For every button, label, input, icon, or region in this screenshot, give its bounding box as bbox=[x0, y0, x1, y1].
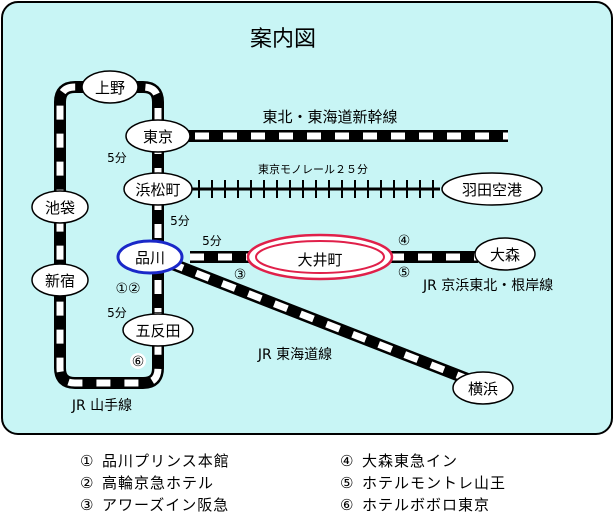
legend-hotel-name: ホテルボボロ東京 bbox=[362, 496, 491, 514]
time-shinagawa-oimachi: 5分 bbox=[202, 234, 222, 248]
yamanote-label: JR 山手線 bbox=[71, 398, 132, 414]
tokaido-line bbox=[167, 257, 473, 386]
time-shinagawa-gotanda: 5分 bbox=[107, 306, 127, 320]
station-gotanda-label: 五反田 bbox=[135, 322, 180, 340]
time-hamamatsucho-shinagawa: 5分 bbox=[170, 214, 190, 228]
station-yokohama-label: 横浜 bbox=[468, 380, 498, 398]
map-panel bbox=[1, 1, 613, 435]
station-ueno-label: 上野 bbox=[95, 79, 125, 97]
station-ueno[interactable]: 上野 bbox=[81, 70, 139, 104]
station-oimachi[interactable]: 大井町 bbox=[246, 233, 394, 281]
tokaido-label: JR 東海道線 bbox=[257, 347, 332, 363]
station-omori-label: 大森 bbox=[490, 246, 520, 264]
station-oimachi-label: 大井町 bbox=[297, 251, 342, 269]
marker-hotel-4: ④ bbox=[398, 233, 411, 249]
marker-hotel-5: ⑤ bbox=[398, 265, 411, 281]
legend-hotel-name: 大森東急イン bbox=[362, 452, 459, 470]
station-yokohama[interactable]: 横浜 bbox=[452, 371, 514, 405]
station-hamamatsucho-label: 浜松町 bbox=[135, 181, 180, 199]
monorail-label: 東京モノレール２５分 bbox=[258, 162, 368, 176]
station-shinjuku[interactable]: 新宿 bbox=[31, 263, 89, 297]
marker-hotel-6-label: ⑥ bbox=[132, 354, 145, 370]
station-haneda[interactable]: 羽田空港 bbox=[441, 172, 543, 206]
station-gotanda[interactable]: 五反田 bbox=[122, 313, 194, 347]
time-tokyo-hamamatsucho: 5分 bbox=[107, 151, 127, 165]
marker-hotels-1-2: ①② bbox=[115, 281, 140, 297]
map-title: 案内図 bbox=[250, 27, 316, 52]
legend-hotel-name: 高輪京急ホテル bbox=[102, 474, 215, 492]
station-shinagawa[interactable]: 品川 bbox=[116, 239, 184, 275]
station-haneda-label: 羽田空港 bbox=[462, 181, 522, 199]
keihin-label: JR 京浜東北・根岸線 bbox=[422, 278, 553, 294]
station-omori[interactable]: 大森 bbox=[474, 237, 536, 271]
shinkansen-label: 東北・東海道新幹線 bbox=[262, 108, 397, 126]
legend-hotel-name: ホテルモントレ山王 bbox=[362, 474, 507, 492]
station-tokyo-label: 東京 bbox=[143, 128, 173, 146]
station-ikebukuro-label: 池袋 bbox=[45, 199, 75, 217]
legend-hotel-name: 品川プリンス本館 bbox=[102, 452, 230, 470]
station-shinagawa-label: 品川 bbox=[135, 249, 165, 267]
station-shinjuku-label: 新宿 bbox=[45, 272, 75, 290]
legend-hotel-name: アワーズイン阪急 bbox=[102, 496, 230, 514]
marker-hotel-3: ③ bbox=[234, 267, 247, 283]
marker-hotel-6: ⑥ bbox=[130, 353, 146, 370]
yamanote-line bbox=[54, 81, 164, 389]
station-tokyo[interactable]: 東京 bbox=[125, 119, 191, 153]
route-map: 案内図 上野 東京 浜松町 bbox=[1, 1, 613, 435]
station-ikebukuro[interactable]: 池袋 bbox=[31, 190, 89, 224]
station-hamamatsucho[interactable]: 浜松町 bbox=[123, 172, 193, 206]
